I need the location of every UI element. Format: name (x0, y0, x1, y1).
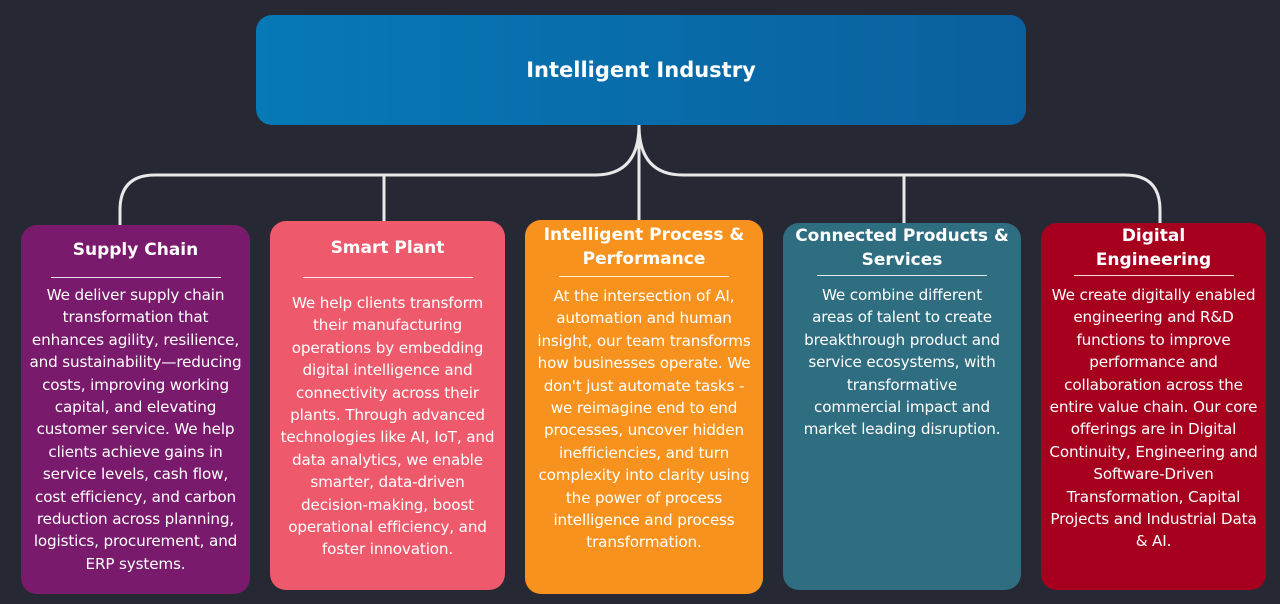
card-title: Connected Products & Services (795, 226, 1009, 270)
card-divider (1073, 275, 1234, 276)
card-divider (559, 276, 729, 277)
card-text: At the intersection of AI, automation an… (537, 287, 751, 552)
card-text: We deliver supply chain transformation t… (29, 286, 242, 573)
card-divider (50, 277, 221, 278)
connector-left-branch (118, 124, 641, 226)
card-title: Digital Engineering (1095, 226, 1212, 270)
card-digital-engineering: Digital Engineering We create digitally … (1041, 223, 1266, 590)
card-title: Intelligent Process & Performance (543, 225, 745, 269)
root-title: Intelligent Industry (526, 58, 756, 82)
card-connected-products: Connected Products & Services We combine… (783, 223, 1021, 590)
card-text: We create digitally enabled engineering … (1049, 286, 1258, 551)
connector-right-branch (637, 124, 1162, 226)
card-title: Supply Chain (72, 240, 199, 260)
card-supply-chain: Supply Chain We deliver supply chain tra… (21, 225, 250, 594)
card-divider (302, 277, 473, 278)
card-smart-plant: Smart Plant We help clients transform th… (270, 221, 505, 590)
root-node: Intelligent Industry (256, 15, 1026, 125)
card-intelligent-process: Intelligent Process & Performance At the… (525, 220, 763, 594)
card-text: We help clients transform their manufact… (280, 294, 495, 559)
card-divider (817, 275, 987, 276)
card-title: Smart Plant (330, 238, 445, 258)
card-text: We combine different areas of talent to … (803, 286, 1001, 439)
